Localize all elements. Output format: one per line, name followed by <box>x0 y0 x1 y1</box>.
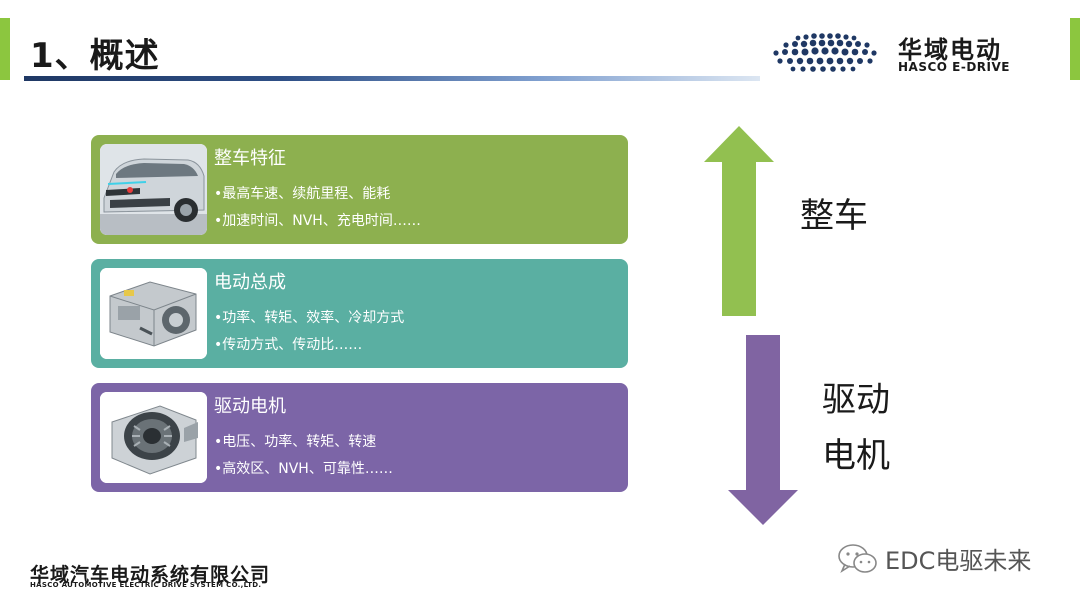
card-vehicle-features: 整车特征 •最高车速、续航里程、能耗 •加速时间、NVH、充电时间…… <box>91 135 628 244</box>
watermark-text: EDC电驱未来 <box>885 547 1032 575</box>
down-arrow-icon <box>728 335 798 525</box>
card-title: 电动总成 <box>214 272 286 293</box>
drive-motor-image <box>100 392 207 483</box>
card-bullet: •加速时间、NVH、充电时间…… <box>214 213 421 229</box>
wechat-icon <box>838 544 877 574</box>
suv-car-image <box>100 144 207 235</box>
card-bullet: •最高车速、续航里程、能耗 <box>214 186 391 202</box>
dot-globe-logo-icon <box>773 33 877 72</box>
up-arrow-icon <box>704 126 774 316</box>
title-underline <box>24 76 760 81</box>
card-title: 驱动电机 <box>214 396 286 417</box>
powertrain-image <box>100 268 207 359</box>
logo-name-en: HASCO E-DRIVE <box>898 60 1010 74</box>
logo-name-cn: 华域电动 <box>898 36 1002 64</box>
company-logo: 华域电动 HASCO E-DRIVE <box>768 28 1068 78</box>
powertrain-illustration <box>100 268 207 359</box>
card-bullet: •高效区、NVH、可靠性…… <box>214 461 393 477</box>
left-accent-bar <box>0 18 10 80</box>
motor-label-line: 电机 <box>822 436 890 476</box>
motor-label-line: 驱动 <box>822 380 890 420</box>
card-bullet: •传动方式、传动比…… <box>214 337 363 353</box>
vehicle-label: 整车 <box>800 196 868 236</box>
slide-title: 1、概述 <box>30 36 160 76</box>
card-bullet: •功率、转矩、效率、冷却方式 <box>214 310 405 326</box>
right-accent-bar <box>1070 18 1080 80</box>
car-illustration <box>100 144 207 235</box>
card-drive-motor: 驱动电机 •电压、功率、转矩、转速 •高效区、NVH、可靠性…… <box>91 383 628 492</box>
card-electric-powertrain: 电动总成 •功率、转矩、效率、冷却方式 •传动方式、传动比…… <box>91 259 628 368</box>
card-bullet: •电压、功率、转矩、转速 <box>214 434 377 450</box>
footer-company-en: HASCO AUTOMOTIVE ELECTRIC DRIVE SYSTEM C… <box>30 581 262 589</box>
motor-illustration <box>100 392 207 483</box>
footer-company-cn: 华域汽车电动系统有限公司 <box>30 564 271 586</box>
card-title: 整车特征 <box>214 148 286 169</box>
